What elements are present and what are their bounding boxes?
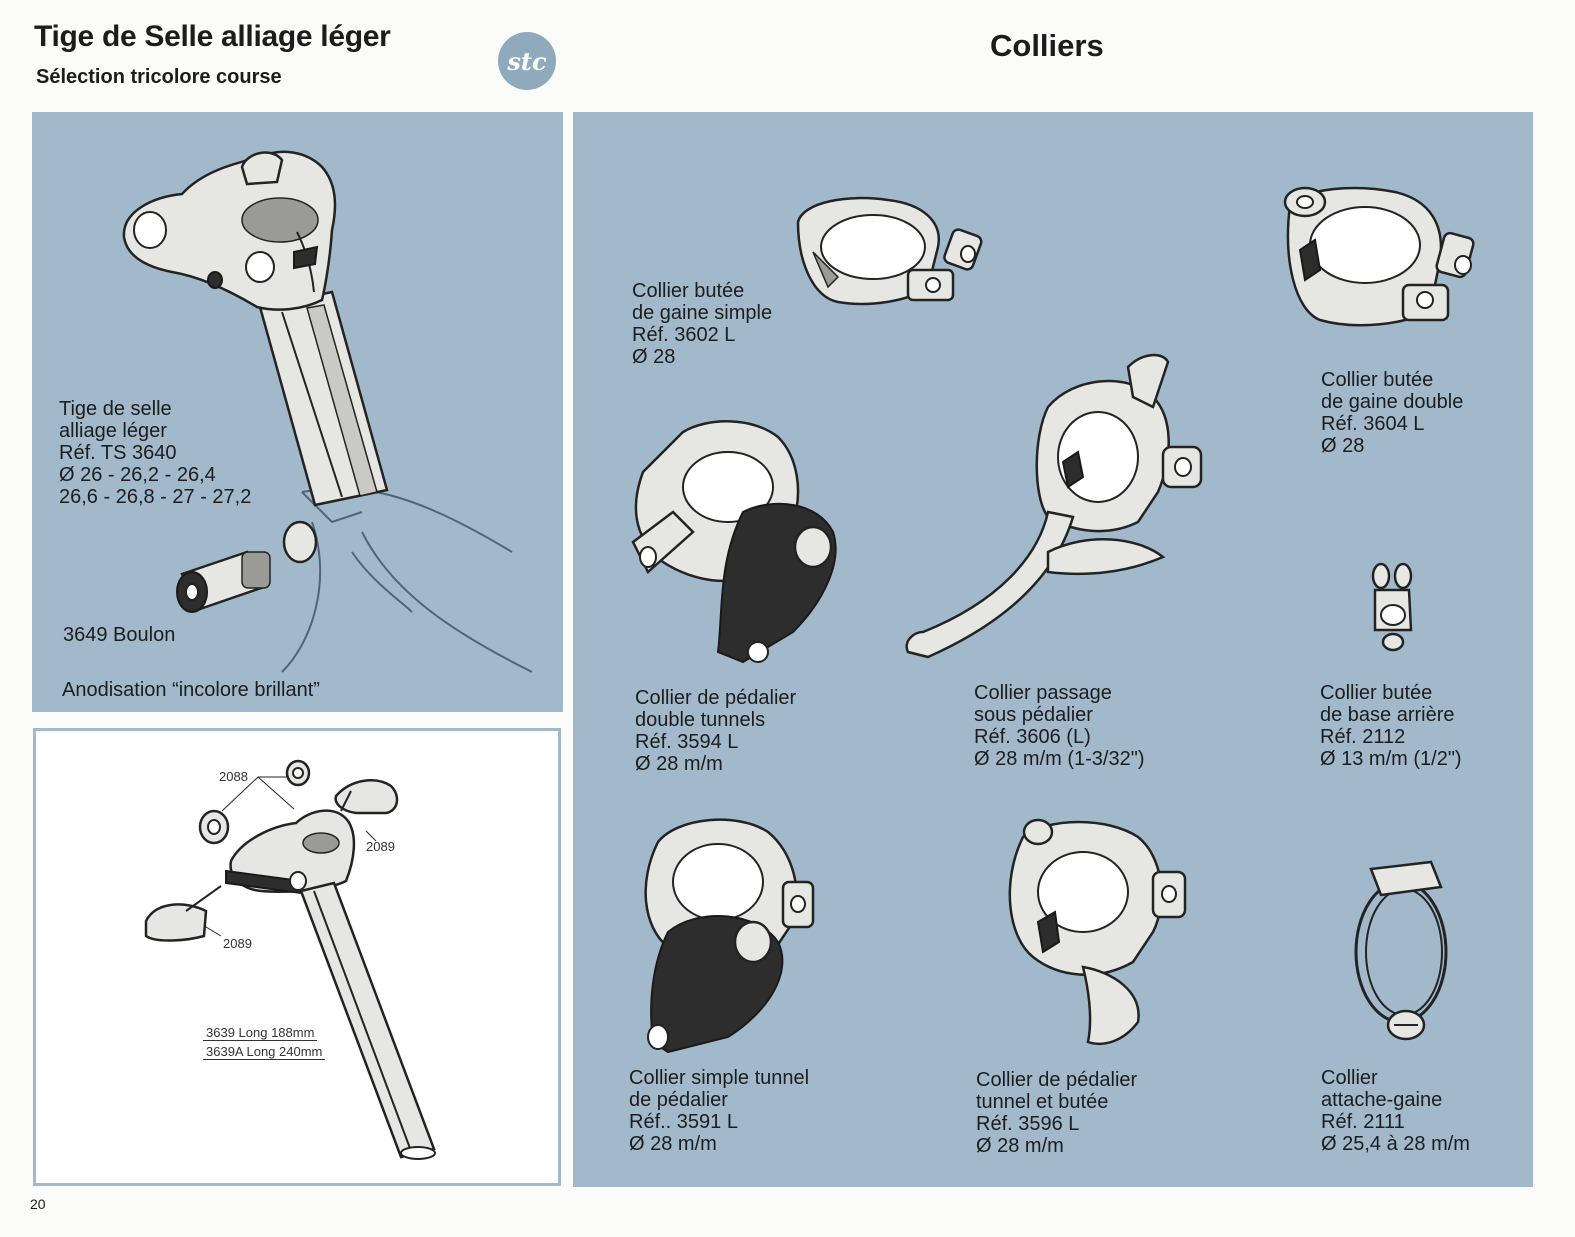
collier-caption-line: Réf. 3594 L — [635, 731, 739, 753]
collier-3602-caption: Collier butée de gaine simple Réf. 3602 … — [632, 280, 772, 368]
left-page-title: Tige de Selle alliage léger — [34, 20, 391, 53]
seatpost-caption-line: 26,6 - 26,8 - 27 - 27,2 — [59, 486, 252, 508]
collier-caption-line: double tunnels — [635, 709, 766, 731]
part-label-2089-bottom: 2089 — [223, 936, 252, 951]
collier-caption-line: de pédalier — [629, 1089, 728, 1111]
seatpost-caption-line: Ø 26 - 26,2 - 26,4 — [59, 464, 216, 486]
collier-caption-line: Ø 25,4 à 28 m/m — [1321, 1133, 1470, 1155]
collier-caption-line: Collier passage — [974, 682, 1112, 704]
page-number: 20 — [30, 1196, 46, 1212]
collier-caption-line: Réf.. 3591 L — [629, 1111, 738, 1133]
collier-caption-line: de base arrière — [1320, 704, 1455, 726]
collier-2112-caption: Collier butée de base arrière Réf. 2112 … — [1320, 682, 1462, 770]
collier-caption-line: Ø 28 m/m — [635, 753, 723, 775]
collier-3602-illustration — [796, 196, 983, 306]
seatpost-caption-line: Tige de selle — [59, 398, 172, 420]
collier-3591-illustration — [644, 818, 815, 1054]
collier-caption-line: Collier butée — [632, 280, 745, 302]
stc-logo: stc — [498, 32, 556, 90]
collier-caption-line: Ø 28 m/m — [629, 1133, 717, 1155]
collier-3591-caption: Collier simple tunnel de pédalier Réf.. … — [629, 1067, 809, 1155]
collier-caption-line: Réf. 3606 (L) — [974, 726, 1091, 748]
collier-caption-line: Ø 13 m/m (1/2") — [1320, 748, 1462, 770]
collier-caption-line: Réf. 3596 L — [976, 1113, 1080, 1135]
collier-3606-caption: Collier passage sous pédalier Réf. 3606 … — [974, 682, 1144, 770]
length-label-3639: 3639 Long 188mm — [203, 1025, 318, 1041]
bolt-label: 3649 Boulon — [63, 624, 176, 646]
part-label-2088: 2088 — [219, 769, 248, 784]
collier-caption-line: Ø 28 — [1321, 435, 1365, 457]
collier-caption-line: tunnel et butée — [976, 1091, 1109, 1113]
collier-caption-line: Collier de pédalier — [635, 687, 797, 709]
collier-caption-line: Ø 28 m/m (1-3/32") — [974, 748, 1145, 770]
exploded-seatpost-diagram — [144, 759, 436, 1160]
collier-caption-line: Collier simple tunnel — [629, 1067, 810, 1089]
collier-3594-illustration — [631, 420, 837, 664]
seatpost-illustration — [122, 150, 533, 673]
collier-caption-line: de gaine simple — [632, 302, 773, 324]
collier-3606-illustration — [905, 353, 1203, 659]
collier-caption-line: Réf. 3604 L — [1321, 413, 1425, 435]
collier-caption-line: Collier de pédalier — [976, 1069, 1138, 1091]
collier-3594-caption: Collier de pédalier double tunnels Réf. … — [635, 687, 796, 775]
collier-caption-line: Réf. 2112 — [1320, 726, 1406, 748]
right-page-title: Colliers — [990, 28, 1104, 63]
collier-caption-line: de gaine double — [1321, 391, 1464, 413]
collier-caption-line: Ø 28 — [632, 346, 676, 368]
collier-3604-illustration — [1283, 186, 1475, 327]
collier-caption-line: Collier — [1321, 1067, 1378, 1089]
collier-3596-illustration — [1008, 818, 1187, 1046]
collier-2111-illustration — [1354, 860, 1448, 1041]
seatpost-panel: Tige de selle alliage léger Réf. TS 3640… — [32, 112, 563, 712]
collier-2111-caption: Collier attache-gaine Réf. 2111 Ø 25,4 à… — [1321, 1067, 1470, 1155]
collier-caption-line: Ø 28 m/m — [976, 1135, 1064, 1157]
length-label-3639a: 3639A Long 240mm — [203, 1044, 326, 1060]
collier-caption-line: Réf. 3602 L — [632, 324, 736, 346]
collier-caption-line: Collier butée — [1320, 682, 1433, 704]
seatpost-caption-line: Réf. TS 3640 — [59, 442, 177, 464]
seatpost-caption-line: alliage léger — [59, 420, 167, 442]
finish-note: Anodisation “incolore brillant” — [62, 679, 320, 701]
collier-2112-illustration — [1371, 562, 1413, 652]
collier-caption-line: Collier butée — [1321, 369, 1434, 391]
colliers-panel: Collier butée de gaine simple Réf. 3602 … — [573, 112, 1533, 1187]
seatpost-caption: Tige de selle alliage léger Réf. TS 3640… — [59, 398, 251, 508]
part-label-2089-top: 2089 — [366, 839, 395, 854]
collier-3604-caption: Collier butée de gaine double Réf. 3604 … — [1321, 369, 1463, 457]
left-page-subtitle: Sélection tricolore course — [36, 66, 282, 88]
collier-caption-line: attache-gaine — [1321, 1089, 1443, 1111]
collier-3596-caption: Collier de pédalier tunnel et butée Réf.… — [976, 1069, 1137, 1157]
exploded-view-panel: 2088 2089 2089 3639 Long 188mm 3639A Lon… — [33, 728, 561, 1186]
collier-caption-line: Réf. 2111 — [1321, 1111, 1405, 1133]
collier-caption-line: sous pédalier — [974, 704, 1093, 726]
